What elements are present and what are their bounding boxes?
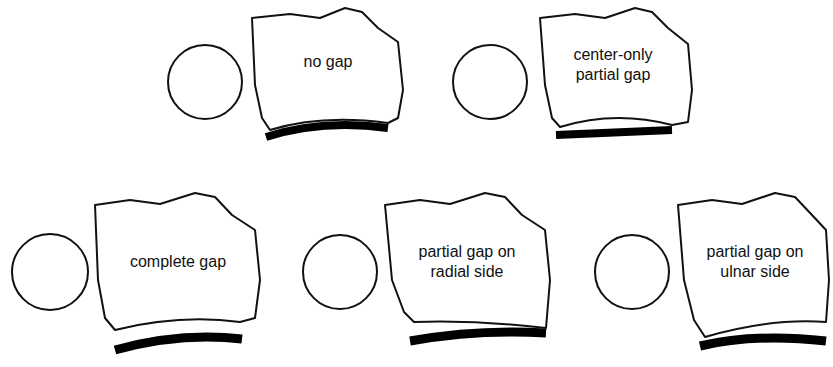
splint-bar <box>556 130 672 135</box>
bone-outline-path <box>678 193 829 337</box>
gap-label: no gap <box>304 52 353 72</box>
gap-label: complete gap <box>130 252 226 272</box>
gap-label: partial gap on radial side <box>411 242 523 282</box>
bone-outline-path <box>252 8 403 130</box>
bone-outline-path <box>385 193 550 328</box>
bone-circle <box>168 45 242 119</box>
splint-bar <box>410 332 546 341</box>
bone-outline: partial gap on radial side <box>382 189 554 331</box>
bone-outline-path <box>540 8 692 127</box>
bone-circle <box>303 235 377 309</box>
bone-outline: center-only partial gap <box>536 4 696 132</box>
gap-label: center-only partial gap <box>557 45 669 85</box>
gap-label: partial gap on ulnar side <box>699 242 811 282</box>
bone-circle <box>12 234 88 310</box>
bone-circle <box>595 235 669 309</box>
splint-bar <box>115 337 242 350</box>
bone-circle <box>453 45 527 119</box>
bone-outline-path <box>95 193 260 330</box>
splint-bar <box>700 338 826 346</box>
bone-outline: no gap <box>248 4 408 136</box>
bone-outline: complete gap <box>92 189 264 334</box>
bone-outline: partial gap on ulnar side <box>674 189 832 341</box>
